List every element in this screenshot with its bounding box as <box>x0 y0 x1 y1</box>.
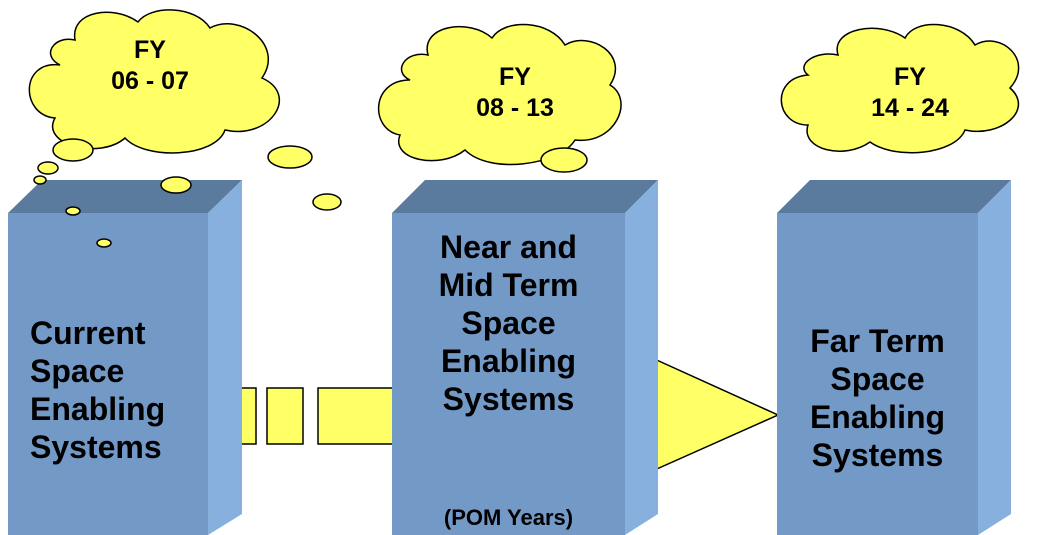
cloud-1-bubble-3 <box>33 175 47 185</box>
bubble-c <box>96 238 112 248</box>
cloud-2-label: FY 08 - 13 <box>476 63 554 122</box>
bubble-b <box>65 206 81 216</box>
cloud-1-bubble-1 <box>52 138 94 162</box>
thought-bubbles <box>65 145 342 248</box>
box-far-label: Far Term Space Enabling Systems <box>809 323 946 473</box>
cloud-1-label: FY 06 - 07 <box>111 36 189 95</box>
cloud-fy-08-13 <box>377 23 622 173</box>
box-current-side <box>208 180 242 535</box>
box-current-label: Current Space Enabling Systems <box>30 315 166 465</box>
box-current-top <box>8 180 242 213</box>
arrow-head <box>649 355 780 474</box>
box-current <box>8 180 242 535</box>
box-far-side <box>978 180 1011 535</box>
cloud-2-bubble <box>540 147 588 173</box>
box-far-top <box>777 180 1011 213</box>
cloud-3-shape <box>780 23 1020 154</box>
box-far <box>777 180 1011 535</box>
bubble-a <box>160 176 192 194</box>
cloud-1-shape <box>28 9 281 154</box>
bubble-d <box>267 145 313 169</box>
box-far-front <box>777 213 978 535</box>
arrow-dash-2 <box>266 387 304 445</box>
cloud-3-label: FY 14 - 24 <box>871 63 949 122</box>
cloud-1-bubble-2 <box>37 161 59 175</box>
box-near-mid-note: (POM Years) <box>443 505 574 530</box>
cloud-fy-06-07 <box>28 9 281 185</box>
arrow-dash-3 <box>317 387 405 445</box>
box-near-mid-side <box>625 180 658 535</box>
cloud-2-shape <box>377 23 622 166</box>
box-current-front <box>8 213 208 535</box>
box-near-mid <box>392 180 658 535</box>
bubble-e <box>312 193 342 211</box>
box-near-mid-top <box>392 180 658 213</box>
cloud-fy-14-24 <box>780 23 1020 154</box>
box-near-mid-label: Near and Mid Term Space Enabling Systems <box>438 229 579 417</box>
timeline-arrow <box>231 355 780 474</box>
box-near-mid-front <box>392 213 625 535</box>
